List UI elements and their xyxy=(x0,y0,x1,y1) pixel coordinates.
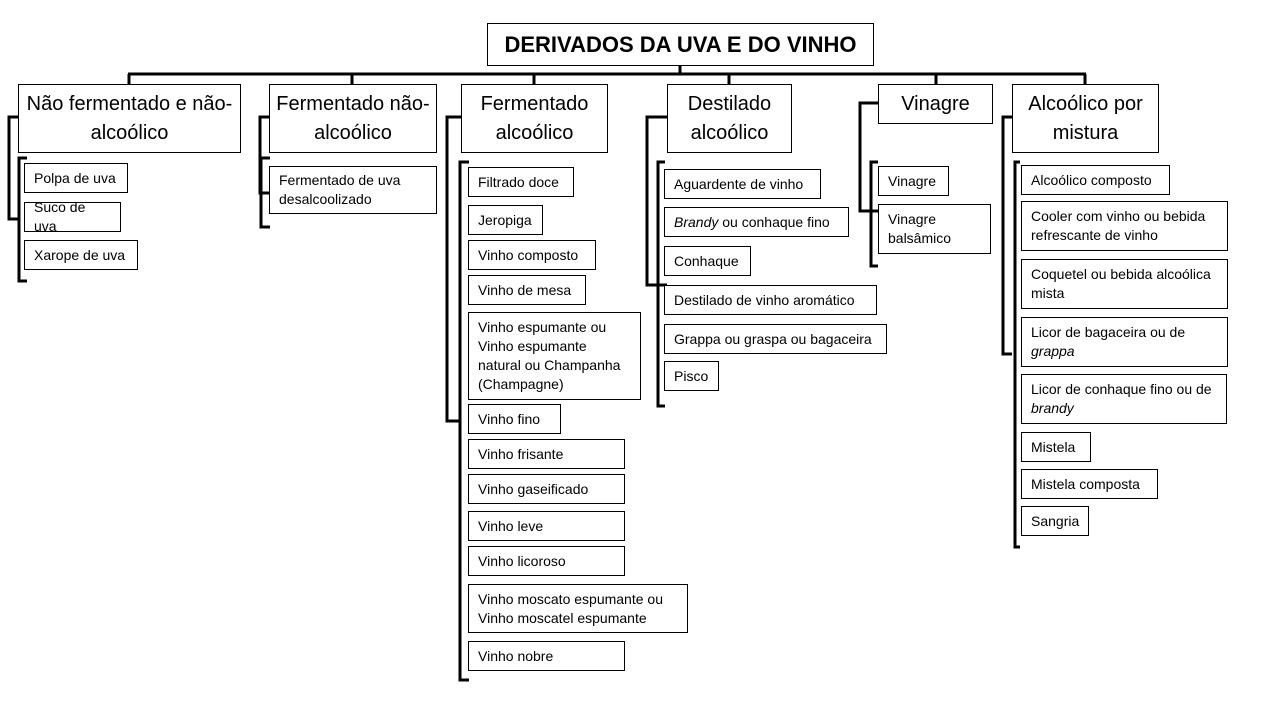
item-vinho-espumante: Vinho espumante ou Vinho espumante natur… xyxy=(468,312,641,400)
category-vinagre: Vinagre xyxy=(878,84,993,124)
item-mistela: Mistela xyxy=(1021,432,1091,462)
item-vinho-nobre: Vinho nobre xyxy=(468,641,625,671)
item-sangria: Sangria xyxy=(1021,506,1089,536)
category-fermentado-nao-alcoolico: Fermentado não-alcoólico xyxy=(269,84,437,153)
item-aguardente-de-vinho: Aguardente de vinho xyxy=(664,169,821,199)
item-licor-bagaceira: Licor de bagaceira ou de grappa xyxy=(1021,317,1228,367)
diagram-title: DERIVADOS DA UVA E DO VINHO xyxy=(487,23,874,66)
item-filtrado-doce: Filtrado doce xyxy=(468,167,574,197)
item-cooler: Cooler com vinho ou bebida refrescante d… xyxy=(1021,201,1228,251)
item-vinho-moscato: Vinho moscato espumante ou Vinho moscate… xyxy=(468,584,688,633)
category-nao-fermentado: Não fermentado e não-alcoólico xyxy=(18,84,241,153)
item-conhaque: Conhaque xyxy=(664,246,751,276)
item-suco-de-uva: Suco de uva xyxy=(24,199,121,234)
item-licor-conhaque: Licor de conhaque fino ou de brandy xyxy=(1021,374,1227,424)
item-mistela-composta: Mistela composta xyxy=(1021,469,1158,499)
item-vinho-composto: Vinho composto xyxy=(468,240,596,270)
item-xarope-de-uva: Xarope de uva xyxy=(24,240,138,270)
item-vinho-licoroso: Vinho licoroso xyxy=(468,546,625,576)
item-vinagre-balsamico: Vinagre balsâmico xyxy=(878,204,991,254)
item-grappa-graspa: Grappa ou graspa ou bagaceira xyxy=(664,324,887,354)
item-destilado-aromatico: Destilado de vinho aromático xyxy=(664,285,877,315)
item-vinho-de-mesa: Vinho de mesa xyxy=(468,275,586,305)
item-pisco: Pisco xyxy=(664,361,719,391)
item-alcoolico-composto: Alcoólico composto xyxy=(1021,165,1170,195)
item-vinho-gaseificado: Vinho gaseificado xyxy=(468,474,625,504)
item-fermentado-desalcoolizado: Fermentado de uva desalcoolizado xyxy=(269,166,437,214)
category-destilado-alcoolico: Destilado alcoólico xyxy=(667,84,792,153)
category-fermentado-alcoolico: Fermentado alcoólico xyxy=(461,84,608,153)
item-vinagre: Vinagre xyxy=(878,166,949,196)
item-coquetel: Coquetel ou bebida alcoólica mista xyxy=(1021,259,1228,309)
item-vinho-fino: Vinho fino xyxy=(468,404,561,434)
item-vinho-leve: Vinho leve xyxy=(468,511,625,541)
item-polpa-de-uva: Polpa de uva xyxy=(24,163,128,193)
item-jeropiga: Jeropiga xyxy=(468,205,543,235)
category-alcoolico-por-mistura: Alcoólico por mistura xyxy=(1012,84,1159,153)
item-vinho-frisante: Vinho frisante xyxy=(468,439,625,469)
item-brandy: Brandy ou conhaque fino xyxy=(664,207,849,237)
